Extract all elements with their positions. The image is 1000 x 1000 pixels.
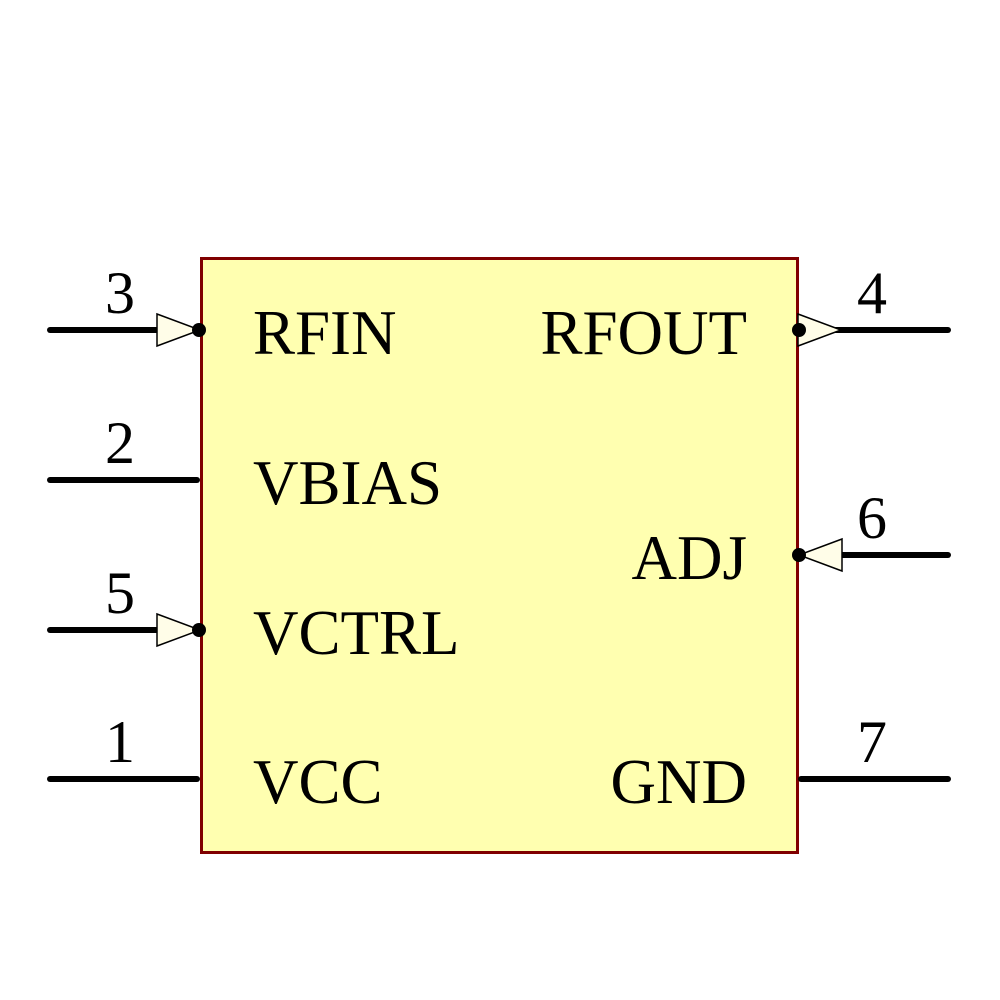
pin-label-vcc: VCC — [253, 747, 383, 817]
pin-6-input-arrow-icon — [796, 537, 843, 573]
pin-3-junction-dot — [192, 323, 206, 337]
pin-5-input-arrow-icon — [156, 612, 203, 648]
ic-symbol-body[interactable] — [200, 257, 799, 854]
pin-3-number: 3 — [105, 260, 135, 326]
pin-2-number: 2 — [105, 410, 135, 476]
pin-label-vctrl: VCTRL — [253, 598, 460, 668]
pin-label-rfin: RFIN — [253, 298, 397, 368]
pin-4-number: 4 — [857, 260, 887, 326]
pin-1-number: 1 — [105, 709, 135, 775]
pin-5-junction-dot — [192, 623, 206, 637]
pin-1-line[interactable] — [47, 776, 200, 782]
pin-6-number: 6 — [857, 485, 887, 551]
pin-label-adj: ADJ — [631, 523, 747, 593]
pin-2-line[interactable] — [47, 477, 200, 483]
pin-label-rfout: RFOUT — [540, 298, 747, 368]
pin-5-line[interactable] — [47, 627, 200, 633]
pin-7-number: 7 — [857, 709, 887, 775]
pin-6-junction-dot — [792, 548, 806, 562]
pin-4-junction-dot — [792, 323, 806, 337]
pin-3-input-arrow-icon — [156, 312, 203, 348]
pin-label-vbias: VBIAS — [253, 448, 443, 518]
pin-5-number: 5 — [105, 560, 135, 626]
pin-7-line[interactable] — [798, 776, 951, 782]
pin-6-line[interactable] — [798, 552, 951, 558]
pin-label-gnd: GND — [610, 747, 748, 817]
pin-4-line[interactable] — [798, 327, 951, 333]
pin-3-line[interactable] — [47, 327, 200, 333]
